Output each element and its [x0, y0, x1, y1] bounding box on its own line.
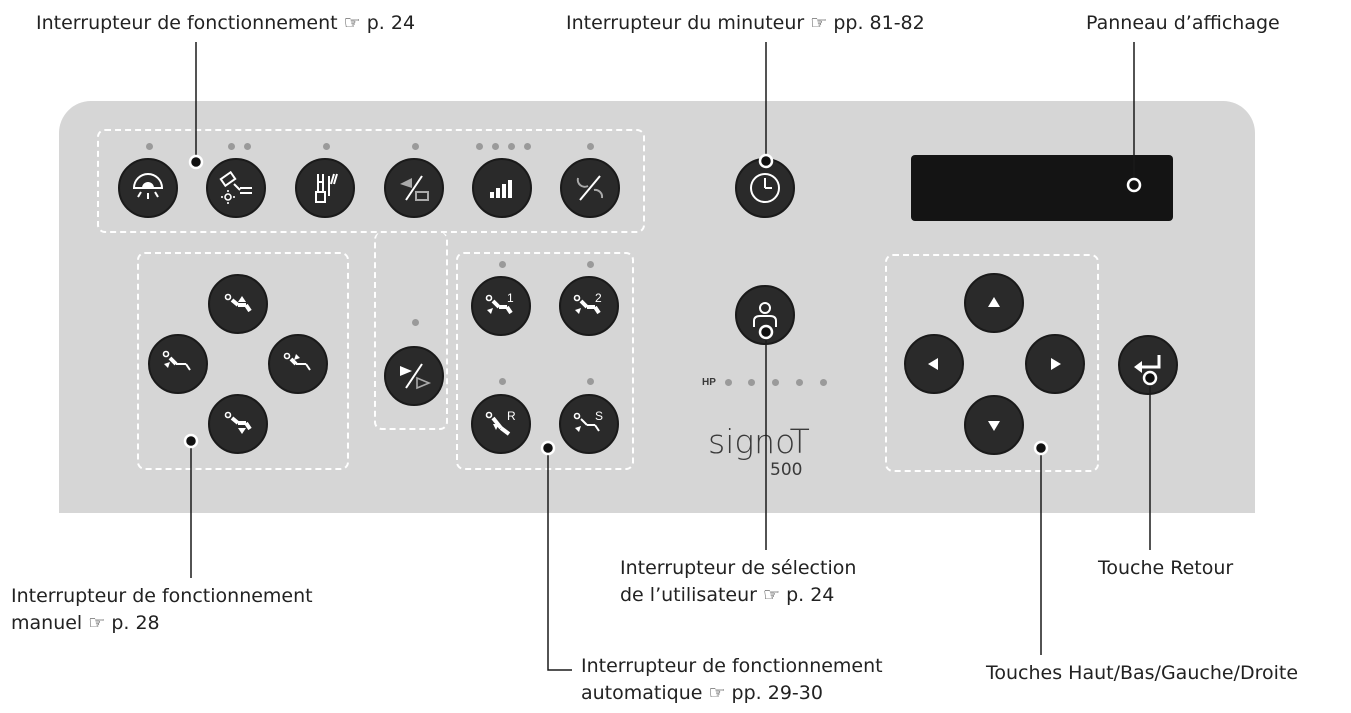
chair-down-icon [224, 411, 252, 434]
led-indicator [499, 261, 506, 268]
led-indicator [508, 143, 515, 150]
down-arrow-button[interactable] [964, 395, 1024, 455]
label-return-key: Touche Retour [1098, 557, 1234, 579]
backrest-down-icon [283, 352, 311, 371]
clock-icon [750, 173, 780, 203]
display-panel [911, 155, 1173, 221]
led-indicator [476, 143, 483, 150]
auto-position-1-icon: 1 [485, 291, 514, 315]
rotation-icon [576, 175, 604, 201]
instrument-button[interactable] [295, 158, 355, 218]
led-indicator [228, 143, 235, 150]
label-manual-switch-line2: manuel ☞ p. 28 [11, 612, 160, 634]
hp-led [748, 379, 755, 386]
timer-button[interactable] [735, 158, 795, 218]
led-indicator [587, 143, 594, 150]
cup-fill-button[interactable] [384, 158, 444, 218]
chair-down-button[interactable] [208, 394, 268, 454]
mode-toggle-button[interactable] [384, 346, 444, 406]
hp-led [820, 379, 827, 386]
backrest-down-button[interactable] [268, 334, 328, 394]
chair-up-button[interactable] [208, 274, 268, 334]
hp-label: HP [702, 377, 716, 388]
auto-position-1-button[interactable]: 1 [471, 276, 531, 336]
label-auto-switch-line2: automatique ☞ pp. 29-30 [581, 682, 823, 704]
led-indicator [146, 143, 153, 150]
model-number: 500 [770, 460, 803, 480]
label-operation-switch: Interrupteur de fonctionnement ☞ p. 24 [36, 12, 416, 34]
led-indicator [524, 143, 531, 150]
operating-light-icon [132, 173, 164, 199]
hp-led [796, 379, 803, 386]
auto-2-text: 2 [595, 291, 602, 305]
rotation-button[interactable] [560, 158, 620, 218]
label-auto-switch-line1: Interrupteur de fonctionnement [581, 655, 883, 677]
triangle-down-icon [988, 421, 1000, 431]
user-select-button[interactable] [735, 285, 795, 345]
auto-start-button[interactable]: S [559, 394, 619, 454]
hp-led [725, 379, 732, 386]
auto-r-text: R [507, 409, 516, 423]
chair-light-icon [219, 170, 252, 204]
led-indicator [587, 378, 594, 385]
play-toggle-icon [400, 363, 432, 390]
label-timer-switch: Interrupteur du minuteur ☞ pp. 81-82 [566, 12, 925, 34]
brand-name: signoT [708, 422, 810, 461]
hp-led [772, 379, 779, 386]
light-switch-button[interactable] [118, 158, 178, 218]
led-indicator [323, 143, 330, 150]
auto-start-icon: S [573, 409, 603, 432]
led-indicator [412, 143, 419, 150]
right-arrow-button[interactable] [1025, 334, 1085, 394]
label-arrow-keys: Touches Haut/Bas/Gauche/Droite [986, 662, 1299, 684]
auto-s-text: S [595, 409, 603, 423]
led-indicator [412, 319, 419, 326]
return-button[interactable] [1118, 335, 1178, 395]
arrow-keys-group [885, 254, 1099, 472]
return-arrow-icon [1134, 355, 1161, 373]
auto-rinse-button[interactable]: R [471, 394, 531, 454]
auto-position-2-icon: 2 [573, 291, 602, 315]
signal-level-icon [490, 180, 512, 198]
auto-1-text: 1 [507, 291, 514, 305]
user-icon [753, 302, 777, 327]
auto-switch-group [456, 252, 634, 470]
label-display-panel: Panneau d’affichage [1086, 12, 1280, 34]
operation-switch-group [97, 129, 645, 233]
led-indicator [244, 143, 251, 150]
backrest-up-icon [162, 350, 191, 371]
auto-rinse-icon: R [485, 409, 516, 436]
triangle-left-icon [928, 358, 938, 370]
led-indicator [492, 143, 499, 150]
led-indicator [499, 378, 506, 385]
manual-switch-group [137, 252, 349, 470]
label-user-select-line2: de l’utilisateur ☞ p. 24 [620, 584, 835, 606]
instrument-holder-icon [315, 173, 338, 203]
mode-toggle-group [374, 232, 448, 430]
led-indicator [587, 261, 594, 268]
up-arrow-button[interactable] [964, 273, 1024, 333]
left-arrow-button[interactable] [904, 334, 964, 394]
label-user-select-line1: Interrupteur de sélection [620, 557, 857, 579]
chair-light-button[interactable] [206, 158, 266, 218]
triangle-up-icon [988, 297, 1000, 307]
level-button[interactable] [472, 158, 532, 218]
auto-position-2-button[interactable]: 2 [559, 276, 619, 336]
mode-slash-icon [400, 175, 429, 201]
label-manual-switch-line1: Interrupteur de fonctionnement [11, 585, 313, 607]
backrest-up-button[interactable] [148, 334, 208, 394]
triangle-right-icon [1051, 358, 1061, 370]
chair-up-icon [224, 293, 252, 313]
